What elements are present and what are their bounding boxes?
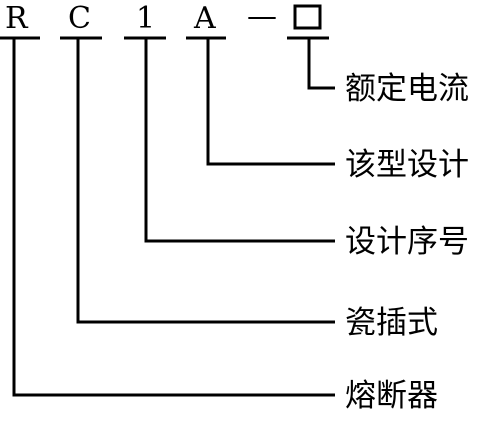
leader-line-fuse [12, 38, 335, 397]
placeholder-box [293, 4, 322, 30]
label-design-serial: 设计序号 [345, 224, 469, 260]
code-char-dash: — [247, 0, 277, 34]
code-char-c: C [68, 1, 91, 36]
label-rated-current: 额定电流 [345, 71, 469, 107]
code-char-r: R [5, 1, 29, 36]
label-plug-in: 瓷插式 [345, 305, 438, 341]
code-char-a: A [193, 1, 216, 36]
leader-line-design-serial [144, 38, 335, 243]
code-char-1: 1 [136, 1, 155, 36]
label-fuse: 熔断器 [345, 378, 438, 414]
leader-line-rated-current [307, 38, 335, 90]
label-design-type: 该型设计 [345, 147, 469, 183]
leader-line-plug-in [76, 38, 335, 324]
leader-line-design-type [206, 38, 335, 166]
